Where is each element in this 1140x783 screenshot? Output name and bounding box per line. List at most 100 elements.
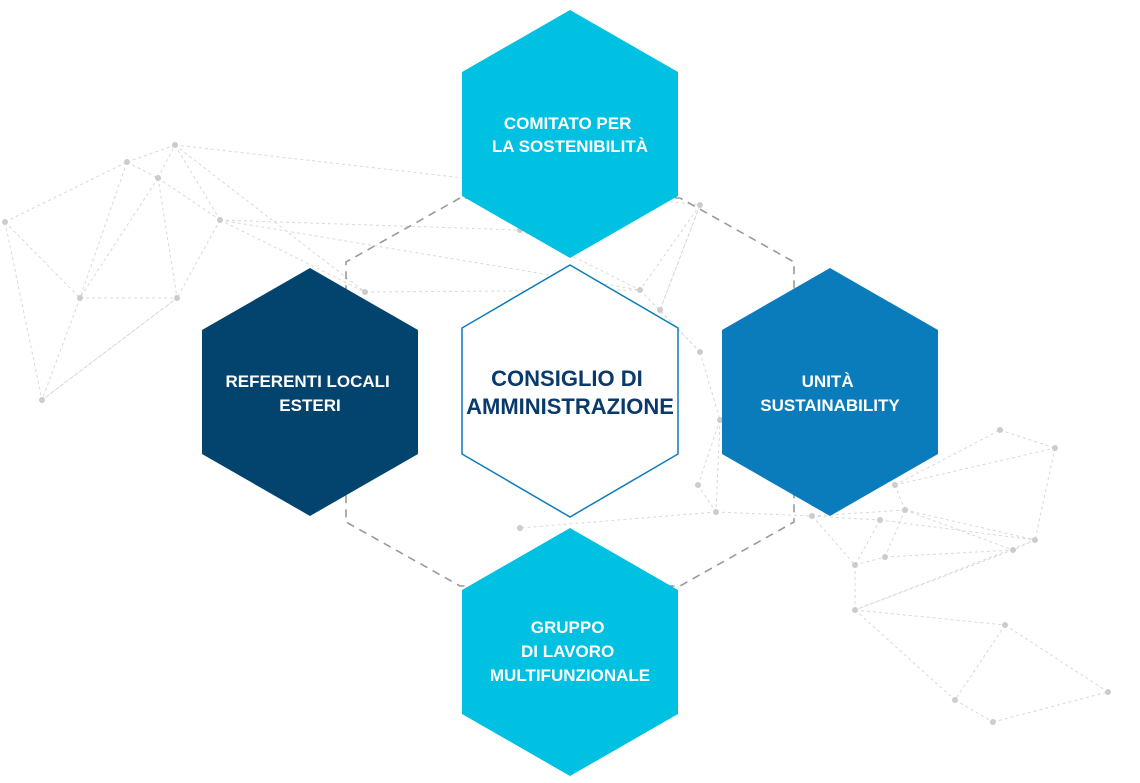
hex-top-line-1: COMITATO PER (504, 114, 632, 133)
network-node (990, 719, 996, 725)
network-edge (174, 144, 221, 221)
hex-comitato-sostenibilita: COMITATO PER LA SOSTENIBILITÀ (462, 10, 678, 258)
network-node (1010, 547, 1016, 553)
network-edge (126, 161, 159, 179)
network-edge (811, 515, 856, 566)
network-node (1002, 622, 1008, 628)
network-node (77, 295, 83, 301)
network-edge (884, 509, 906, 558)
network-edge (639, 204, 701, 291)
network-node (155, 175, 161, 181)
network-edge (219, 219, 366, 293)
network-node (717, 417, 723, 423)
hex-bottom-shape (462, 528, 678, 776)
hex-top-line-2: LA SOSTENIBILITÀ (492, 137, 648, 156)
network-node (892, 482, 898, 488)
network-node (172, 142, 178, 148)
network-edge (41, 297, 81, 401)
network-edge (894, 429, 1001, 486)
network-edge (854, 539, 1036, 611)
network-node (809, 513, 815, 519)
network-node (697, 349, 703, 355)
svg-text:CONSIGLIO DI AMMINISTRAZ: CONSIGLIO DI AMMINISTRAZIONE (466, 366, 674, 419)
network-edge (519, 511, 717, 529)
hex-left-line-2: ESTERI (279, 396, 340, 415)
network-node (852, 562, 858, 568)
network-node (882, 554, 888, 560)
hex-bottom-line-1: GRUPPO (531, 618, 605, 637)
network-edge (157, 177, 221, 221)
hex-center-line-2: AMMINISTRAZIONE (466, 394, 674, 419)
network-edge (157, 177, 178, 299)
network-edge (715, 419, 721, 513)
network-edge (715, 511, 813, 517)
network-node (952, 697, 958, 703)
network-edge (219, 219, 521, 231)
network-edge (854, 549, 1014, 611)
hex-consiglio-amministrazione: CONSIGLIO DI AMMINISTRAZIONE (461, 264, 679, 518)
network-edge (4, 221, 43, 401)
network-node (517, 525, 523, 531)
network-edge (157, 144, 176, 179)
hex-right-line-1: UNITÀ (802, 372, 854, 391)
hex-center-line-1: CONSIGLIO DI (491, 366, 643, 391)
network-edge (992, 691, 1109, 723)
network-node (2, 219, 8, 225)
network-edge (894, 484, 906, 511)
network-edge (854, 609, 956, 701)
network-edge (854, 556, 886, 566)
network-edge (79, 177, 159, 299)
network-edge (854, 519, 881, 566)
network-edge (174, 144, 366, 293)
network-edge (699, 351, 721, 421)
network-edge (41, 297, 178, 401)
network-edge (884, 549, 1014, 558)
network-edge (176, 219, 221, 299)
network-node (695, 482, 701, 488)
network-node (1052, 445, 1058, 451)
network-node (713, 509, 719, 515)
network-edge (1004, 624, 1109, 693)
hex-unita-sustainability: UNITÀ SUSTAINABILITY (722, 268, 938, 516)
network-edge (999, 429, 1056, 449)
network-edge (697, 419, 721, 486)
hex-top-shape (462, 10, 678, 258)
network-node (877, 517, 883, 523)
network-node (697, 202, 703, 208)
hex-right-line-2: SUSTAINABILITY (760, 396, 900, 415)
hex-center-shape (461, 264, 679, 518)
network-edge (519, 229, 641, 291)
network-edge (4, 161, 128, 223)
network-edge (659, 204, 701, 311)
network-edge (954, 699, 994, 723)
network-edge (79, 161, 128, 299)
network-edge (659, 309, 701, 353)
hex-left-shape (202, 268, 418, 516)
hex-right-shape (722, 268, 938, 516)
network-node (1032, 537, 1038, 543)
network-edge (1034, 447, 1056, 541)
network-node (362, 289, 368, 295)
network-edge (879, 519, 1036, 541)
network-node (174, 295, 180, 301)
network-edge (904, 509, 1014, 551)
network-node (124, 159, 130, 165)
network-edge (4, 221, 81, 299)
network-node (39, 397, 45, 403)
network-edge (954, 624, 1006, 701)
network-edge (126, 144, 176, 163)
network-node (997, 427, 1003, 433)
network-edge (904, 509, 1036, 541)
network-edge (1012, 539, 1036, 551)
svg-text:GRUPPO DI LAVORO M: GRUPPO DI LAVORO MULTIFUNZIONALE (490, 618, 650, 685)
network-edge (811, 515, 881, 521)
svg-text:COMITATO PER LA SOSTENIB: COMITATO PER LA SOSTENIBILITÀ (492, 114, 648, 156)
network-node (902, 507, 908, 513)
svg-text:REFERENTI LOCALI ESTERI: REFERENTI LOCALI ESTERI (225, 372, 394, 415)
network-node (217, 217, 223, 223)
hex-bottom-line-2: DI LAVORO (521, 642, 614, 661)
hex-referenti-locali: REFERENTI LOCALI ESTERI (202, 268, 418, 516)
network-node (657, 307, 663, 313)
network-edge (697, 484, 717, 513)
